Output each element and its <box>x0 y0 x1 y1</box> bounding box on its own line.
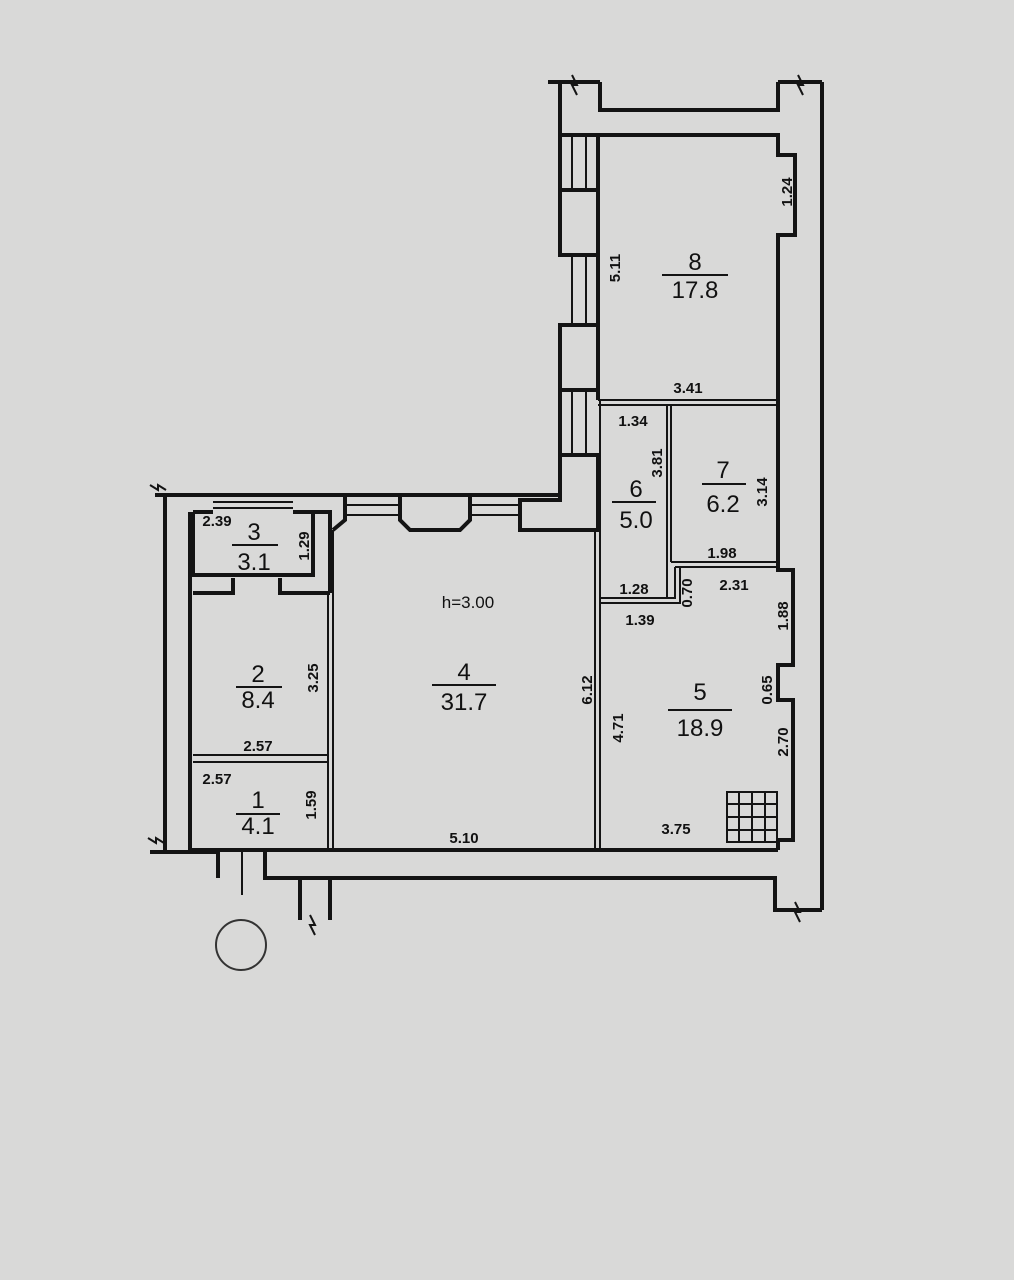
dim-r3-height: 1.29 <box>296 531 313 560</box>
dim-r7-height: 3.14 <box>754 477 771 507</box>
dim-r2-width: 2.57 <box>243 738 272 755</box>
dim-r5-step: 0.70 <box>679 578 696 607</box>
dim-r5-right-upper: 1.88 <box>775 601 792 630</box>
dim-r6-bottom: 1.28 <box>619 581 648 598</box>
dim-r6-top: 1.34 <box>618 413 648 430</box>
dim-r3-width: 2.39 <box>202 513 231 530</box>
dim-r8-notch: 1.24 <box>779 177 796 207</box>
room-3-area: 3.1 <box>237 549 270 576</box>
room-8-area: 17.8 <box>672 277 719 304</box>
dim-r5-notch: 0.65 <box>759 675 776 704</box>
dim-r1-height: 1.59 <box>303 790 320 819</box>
dim-r5-left: 4.71 <box>610 713 627 742</box>
dim-r7-bottom: 1.98 <box>707 545 736 562</box>
room-1-number: 1 <box>251 787 264 814</box>
dim-r4-bottom: 5.10 <box>449 830 478 847</box>
room-4-area: 31.7 <box>441 689 488 716</box>
ceiling-height: h=3.00 <box>442 593 494 612</box>
dim-r2-height: 3.25 <box>305 663 322 692</box>
dimension-labels: 5.11 1.24 3.41 1.34 3.81 1.28 3.14 1.98 … <box>202 177 796 847</box>
dim-r4-right: 6.12 <box>579 675 596 704</box>
grid-fixture <box>726 791 778 843</box>
room-1-area: 4.1 <box>241 813 274 840</box>
dim-r6-height: 3.81 <box>649 448 666 477</box>
dim-r5-right-lower: 2.70 <box>775 727 792 756</box>
room-4-number: 4 <box>457 659 470 686</box>
room-5-number: 5 <box>693 679 706 706</box>
room-labels: 1 4.1 2 8.4 3 3.1 4 31.7 5 18.9 6 5.0 7 … <box>232 249 746 840</box>
room-7-area: 6.2 <box>706 491 739 518</box>
dim-r5-top-left: 1.39 <box>625 612 654 629</box>
room-2-number: 2 <box>251 661 264 688</box>
room-7-number: 7 <box>716 457 729 484</box>
room-6-area: 5.0 <box>619 507 652 534</box>
dim-r5-bottom: 3.75 <box>661 821 690 838</box>
room-3-number: 3 <box>247 519 260 546</box>
dim-r8-width: 3.41 <box>673 380 702 397</box>
walls <box>147 74 824 936</box>
room-8-number: 8 <box>688 249 701 276</box>
room-5-area: 18.9 <box>677 715 724 742</box>
stamp-circle <box>215 919 267 971</box>
room-2-area: 8.4 <box>241 687 274 714</box>
dim-r5-top: 2.31 <box>719 577 748 594</box>
room-6-number: 6 <box>629 476 642 503</box>
dim-r8-height: 5.11 <box>607 254 624 282</box>
dim-r1-width: 2.57 <box>202 771 231 788</box>
